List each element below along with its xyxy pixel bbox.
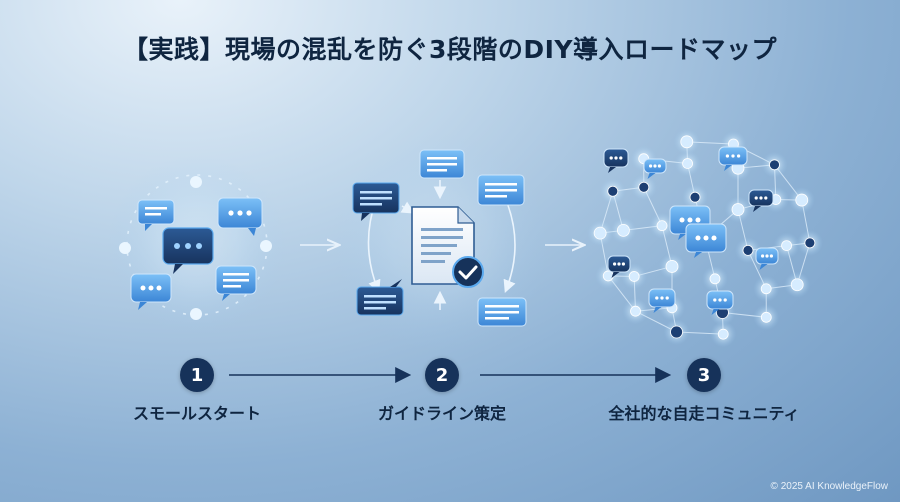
network-node [742, 244, 754, 256]
network-node [760, 311, 772, 323]
chat-bubble-icon [215, 265, 257, 301]
network-node [790, 278, 804, 292]
step-number-2: 2 [425, 358, 459, 392]
orbit-node [190, 176, 202, 188]
network-node [709, 273, 721, 285]
chat-bubble-icon [706, 290, 734, 315]
network-node [769, 159, 780, 171]
network-node [607, 185, 619, 197]
chat-bubble-icon [607, 255, 631, 278]
chat-bubble-icon [648, 288, 676, 313]
checkmark-icon [452, 256, 484, 288]
network-node [717, 328, 729, 340]
chat-bubble-icon [352, 182, 400, 221]
chat-bubble-icon [419, 149, 465, 179]
network-node [630, 305, 641, 317]
stage1-chat-cluster [107, 155, 287, 335]
chat-bubble-icon [755, 247, 779, 270]
chat-bubble-icon [748, 189, 774, 212]
chat-bubble-icon [477, 297, 527, 327]
network-node [781, 240, 792, 252]
network-node [628, 271, 640, 282]
network-node [795, 193, 809, 207]
chat-bubble-icon [217, 197, 263, 236]
network-node [602, 270, 614, 282]
step-label-1: スモールスタート [132, 404, 261, 423]
network-node [617, 223, 630, 237]
chat-bubble-icon [137, 199, 175, 231]
orbit-node [190, 308, 202, 320]
network-node [731, 203, 745, 216]
copyright-text: © 2025 AI KnowledgeFlow [770, 481, 888, 492]
chat-bubble-icon [643, 158, 667, 179]
network-node [638, 181, 650, 193]
network-node [760, 283, 772, 295]
network-node [670, 325, 683, 339]
stage3-network [587, 128, 823, 348]
network-node [682, 158, 693, 169]
chat-bubble-icon [603, 148, 629, 173]
chat-bubble-icon [718, 146, 748, 171]
network-node [689, 191, 701, 203]
step-label-2: ガイドライン策定 [377, 404, 506, 423]
network-node [593, 226, 607, 240]
step-number-1: 1 [180, 358, 214, 392]
chat-bubble-icon [130, 273, 172, 310]
step-label-3: 全社的な自走コミュニティ [608, 404, 800, 423]
network-node [804, 237, 816, 249]
network-node [656, 220, 668, 232]
chat-bubble-icon [477, 174, 525, 206]
chat-bubble-icon [162, 227, 214, 274]
orbit-node [119, 242, 131, 254]
step-number-3: 3 [687, 358, 721, 392]
orbit-node [260, 240, 272, 252]
network-node [665, 260, 679, 273]
network-node [680, 135, 694, 149]
chat-bubble-icon [685, 223, 727, 258]
stage2-guideline-cycle [331, 133, 551, 353]
chat-bubble-icon [356, 279, 404, 316]
page-title: 【実践】現場の混乱を防ぐ3段階のDIY導入ロードマップ [122, 35, 778, 64]
